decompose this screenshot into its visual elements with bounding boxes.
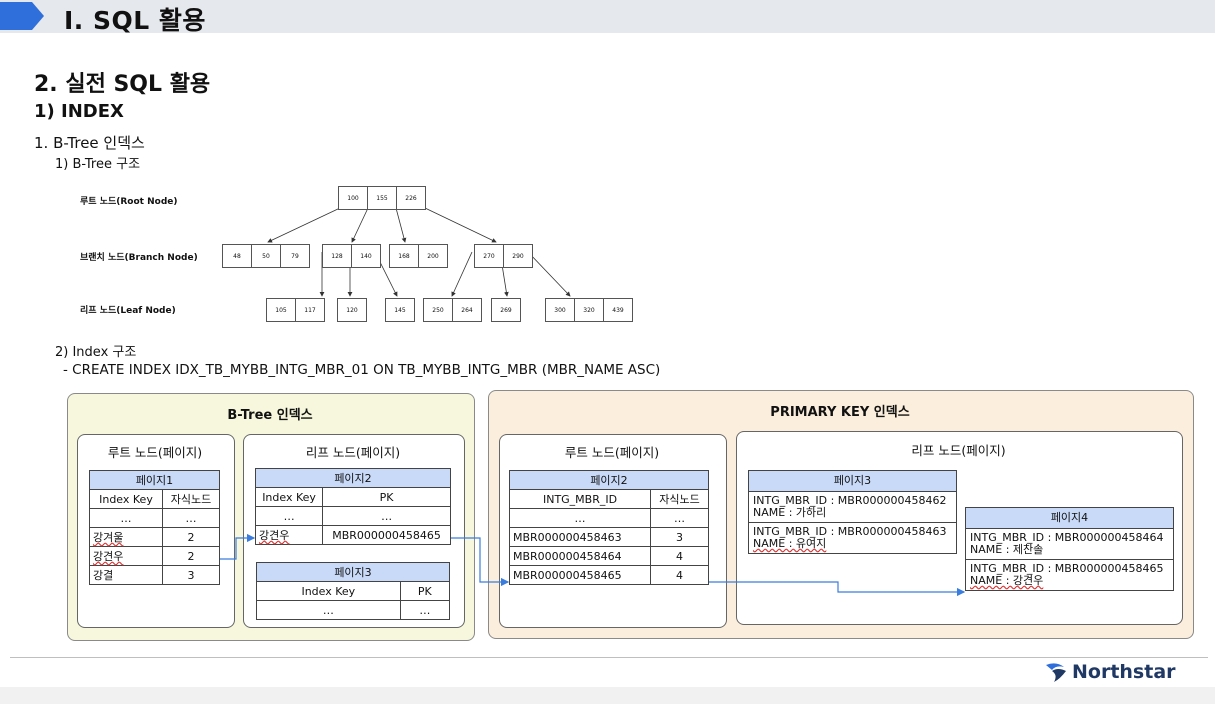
pk-page4-box: 페이지4 INTG_MBR_ID : MBR000000458464 NAME … <box>965 507 1174 591</box>
branch-key: 128 <box>331 252 343 260</box>
header-arrow-icon <box>0 2 44 30</box>
branch-node: 48 50 79 <box>222 244 310 268</box>
logo-text: Northstar <box>1072 661 1176 683</box>
leaf-node: 250 264 <box>423 298 482 322</box>
leaf-node: 269 <box>491 298 521 322</box>
footer-divider <box>10 657 1208 658</box>
arrow-pk-root-to-leaf <box>709 581 966 597</box>
leaf-key: 439 <box>603 299 632 321</box>
branch-key: 140 <box>351 245 380 267</box>
subsection-title: 1) INDEX <box>34 101 124 122</box>
branch-level-label: 브랜치 노드(Branch Node) <box>80 253 198 263</box>
page-name: 페이지4 <box>966 508 1173 529</box>
record: INTG_MBR_ID : MBR000000458462 NAME : 가하리 <box>749 492 956 522</box>
record-name-text: NAME : 강견우 <box>970 574 1044 587</box>
leaf-node: 120 <box>337 298 367 322</box>
record: INTG_MBR_ID : MBR000000458463 NAME : 유여지 <box>749 522 956 553</box>
leaf-key: 320 <box>574 299 603 321</box>
column-header: Index Key <box>254 487 324 507</box>
leaf-node: 300 320 439 <box>545 298 633 322</box>
column-header: 자식노드 <box>650 489 709 509</box>
branch-node: 168 200 <box>389 244 448 268</box>
leaf-key: 105 <box>275 306 287 314</box>
item-title: 1. B-Tree 인덱스 <box>34 134 145 152</box>
leaf-key: 145 <box>394 306 406 314</box>
index-structure-title: 2) Index 구조 <box>55 345 137 360</box>
root-key: 226 <box>396 187 425 209</box>
create-index-statement: - CREATE INDEX IDX_TB_MYBB_INTG_MBR_01 O… <box>63 362 661 378</box>
btree-panel-title: B-Tree 인덱스 <box>227 408 313 423</box>
btree-leaf-title: 리프 노드(페이지) <box>305 445 401 460</box>
pk-root-title: 루트 노드(페이지) <box>564 445 660 460</box>
btree-root-title: 루트 노드(페이지) <box>107 445 203 460</box>
root-level-label: 루트 노드(Root Node) <box>80 197 178 207</box>
leaf-key: 120 <box>346 306 358 314</box>
branch-key: 50 <box>251 245 280 267</box>
header-bar <box>0 0 1215 33</box>
northstar-logo-icon <box>1046 663 1066 682</box>
record-id: INTG_MBR_ID : MBR000000458464 <box>970 531 1164 544</box>
column-header: Index Key <box>256 581 401 601</box>
branch-node: 128 140 <box>322 244 381 268</box>
table-cell: 4 <box>650 565 709 585</box>
company-logo: Northstar <box>1044 661 1176 683</box>
leaf-key: 300 <box>554 306 566 314</box>
table-cell: MBR000000458465 <box>322 525 451 545</box>
record-name: NAME : 제찬솔 <box>970 543 1044 556</box>
table-cell: 3 <box>161 565 221 585</box>
root-key: 155 <box>367 187 396 209</box>
footer-bar <box>0 687 1215 704</box>
root-node: 100 155 226 <box>338 186 426 210</box>
table-cell: … <box>399 600 451 620</box>
branch-key: 168 <box>398 252 410 260</box>
index-key: 강겨울 <box>93 531 124 544</box>
arrow-btree-leaf-to-pk-root <box>451 537 510 587</box>
btree-structure-title: 1) B-Tree 구조 <box>55 157 141 172</box>
record-name: NAME : 가하리 <box>753 506 827 519</box>
root-key: 100 <box>347 194 359 202</box>
record-id: INTG_MBR_ID : MBR000000458463 <box>753 525 947 538</box>
record-id: INTG_MBR_ID : MBR000000458465 <box>970 562 1164 575</box>
leaf-key: 117 <box>295 299 324 321</box>
page-name: 페이지3 <box>256 562 450 582</box>
leaf-key: 264 <box>452 299 481 321</box>
leaf-key: 269 <box>500 306 512 314</box>
record-name-text: NAME : 유여지 <box>753 537 827 550</box>
branch-key: 48 <box>233 252 241 260</box>
index-key: 강견우 <box>259 529 290 542</box>
page-name: 페이지3 <box>749 471 956 492</box>
record-name: NAME : 유여지 <box>753 538 952 550</box>
leaf-key: 250 <box>432 306 444 314</box>
branch-key: 270 <box>483 252 495 260</box>
record-id: INTG_MBR_ID : MBR000000458462 <box>753 494 947 507</box>
record-name: NAME : 강견우 <box>970 575 1169 587</box>
pk-panel-title: PRIMARY KEY 인덱스 <box>770 405 910 420</box>
record: INTG_MBR_ID : MBR000000458465 NAME : 강견우 <box>966 559 1173 590</box>
branch-key: 79 <box>280 245 309 267</box>
section-title: 2. 실전 SQL 활용 <box>34 72 211 97</box>
table-cell: 강견우 <box>254 525 324 545</box>
page-header-title: Ⅰ. SQL 활용 <box>64 6 206 35</box>
record: INTG_MBR_ID : MBR000000458464 NAME : 제찬솔 <box>966 529 1173 559</box>
branch-key: 290 <box>503 245 532 267</box>
index-key: 강견우 <box>93 550 124 563</box>
arrow-btree-root-to-leaf <box>220 533 256 560</box>
table-cell: MBR000000458465 <box>508 565 652 585</box>
pk-leaf-title: 리프 노드(페이지) <box>911 443 1006 458</box>
branch-node: 270 290 <box>474 244 533 268</box>
pk-page3-box: 페이지3 INTG_MBR_ID : MBR000000458462 NAME … <box>748 470 957 554</box>
leaf-node: 105 117 <box>266 298 325 322</box>
leaf-node: 145 <box>385 298 415 322</box>
leaf-level-label: 리프 노드(Leaf Node) <box>80 306 176 316</box>
table-cell: 2 <box>161 546 221 566</box>
branch-key: 200 <box>418 245 447 267</box>
column-header: Index Key <box>89 489 163 509</box>
page-name: 페이지2 <box>509 470 709 490</box>
